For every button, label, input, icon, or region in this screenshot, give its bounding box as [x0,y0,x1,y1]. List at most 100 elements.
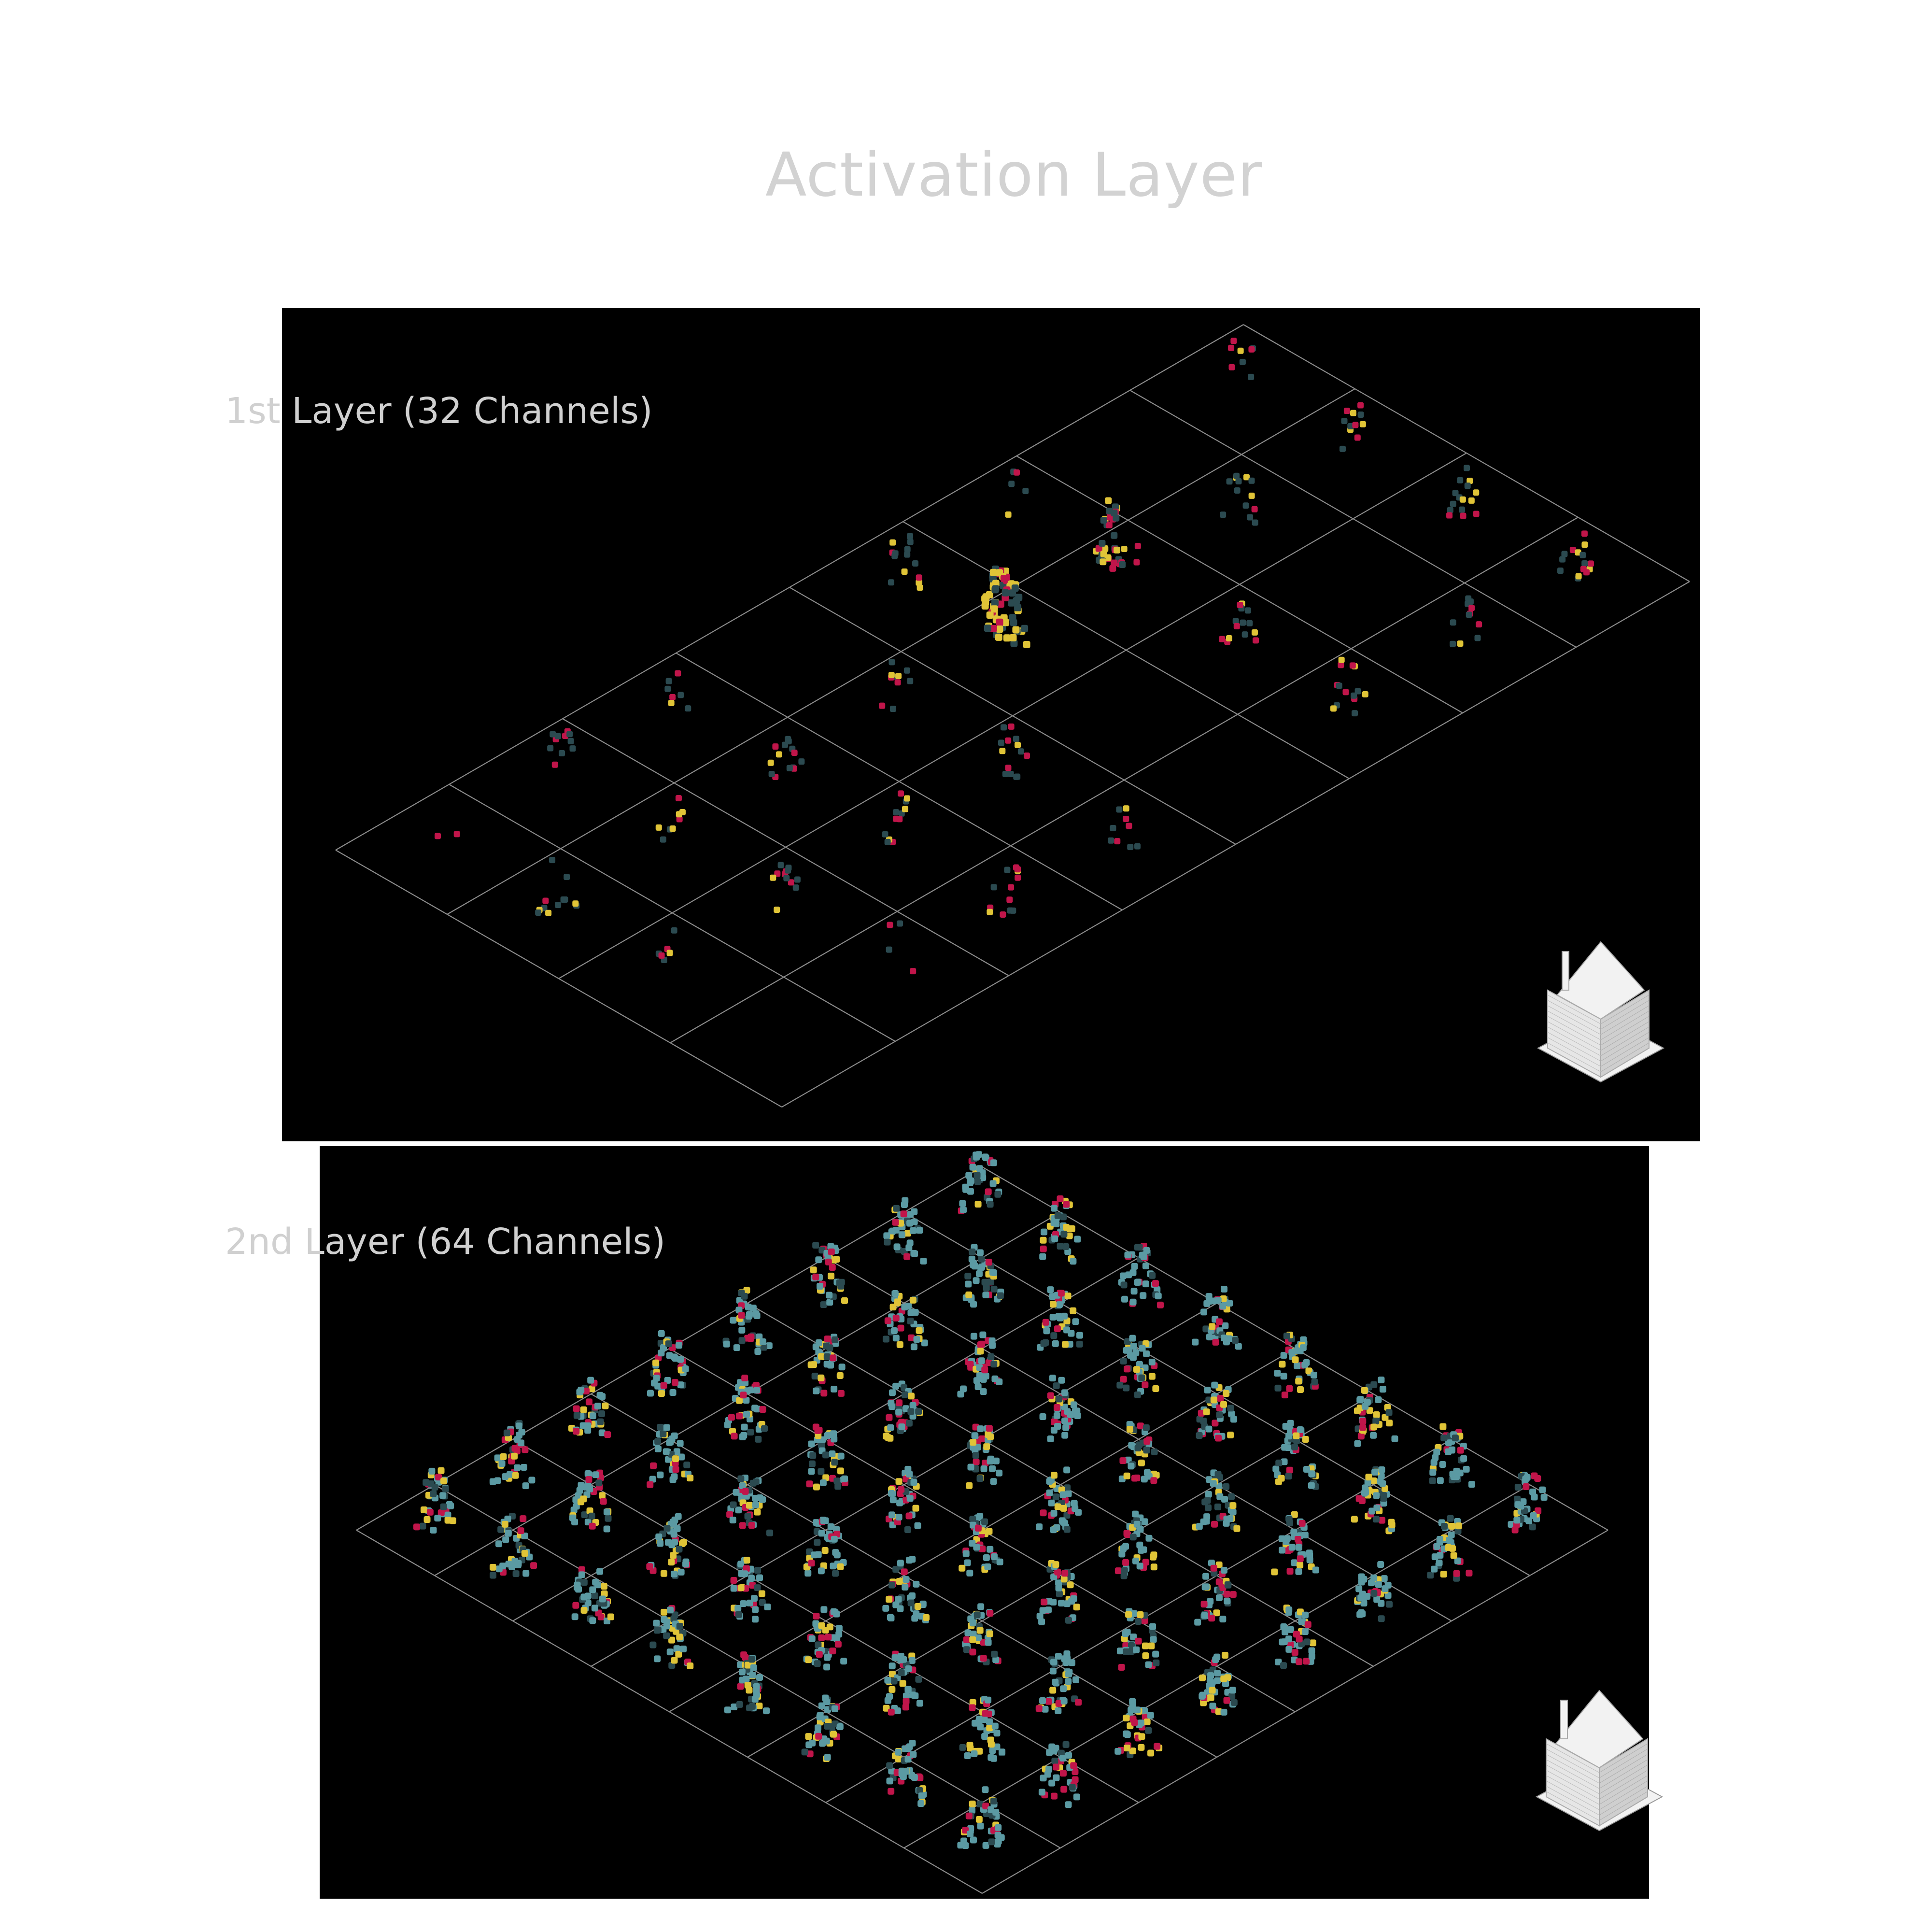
voxel [1364,1479,1371,1486]
voxel [728,1414,735,1421]
voxel [1059,1754,1067,1762]
voxel [1465,595,1472,602]
layer2-channel-activation [489,1513,537,1579]
voxel [1015,874,1021,881]
voxel [916,1700,923,1707]
layer2-gridline [591,1393,1217,1758]
voxel [830,1430,837,1437]
voxel [788,879,794,886]
voxel [502,1536,509,1543]
voxel [886,1596,893,1603]
layer2-channel-activation [1194,1560,1237,1626]
voxel [1222,1322,1229,1329]
voxel [449,1517,456,1524]
voxel [962,1550,970,1557]
voxel [1039,1607,1046,1614]
voxel [967,1361,974,1368]
voxel [1142,1559,1149,1566]
voxel [1062,1741,1070,1748]
layer2-channel-activation [1116,1608,1160,1671]
voxel [1529,1488,1537,1495]
voxel [903,795,910,802]
voxel [1036,1523,1043,1531]
voxel [976,1801,984,1808]
voxel [665,678,672,684]
voxel [913,1610,920,1618]
voxel [1123,815,1129,822]
voxel [1457,640,1464,647]
voxel [819,1740,826,1747]
voxel [1134,1706,1141,1714]
voxel [748,1703,756,1710]
layer1-channel-activation [767,736,805,781]
voxel [657,1471,664,1478]
voxel [801,1748,808,1756]
voxel [891,1290,899,1297]
voxel [1130,1634,1137,1641]
voxel [814,1724,821,1732]
voxel [1233,472,1240,479]
voxel [1152,1385,1159,1392]
voxel [987,1806,995,1813]
voxel [666,950,673,956]
voxel [743,1557,750,1564]
voxel [969,1619,976,1626]
voxel [989,1747,996,1754]
voxel [1308,1470,1315,1477]
voxel [896,1578,903,1585]
voxel [675,1513,682,1520]
voxel [1045,1766,1053,1773]
voxel [1052,1678,1059,1686]
voxel [904,1686,912,1693]
voxel [578,1566,585,1573]
voxel [1447,1515,1454,1522]
voxel [1049,1301,1057,1308]
voxel [980,1655,987,1662]
voxel [888,672,895,679]
voxel [818,1468,825,1475]
voxel [1150,1563,1157,1571]
layer2-channel-activation [1039,1195,1081,1265]
voxel [1557,568,1564,574]
voxel [969,1516,976,1523]
voxel [1060,1697,1068,1705]
voxel [770,874,776,881]
voxel [798,758,805,765]
voxel [1054,1212,1061,1219]
voxel [1014,604,1022,611]
voxel [671,1611,678,1619]
voxel [1051,1235,1058,1242]
layer2-channel-activation [1354,1561,1393,1622]
voxel [647,1481,654,1488]
layer2-label: 2nd Layer (64 Channels) [225,1221,666,1263]
voxel [1282,1626,1289,1634]
voxel [1145,1534,1153,1542]
layer2-channel-activation [724,1651,770,1715]
voxel [1213,1609,1220,1617]
voxel [1209,1687,1216,1694]
voxel [823,1353,831,1360]
voxel [1378,1615,1385,1622]
voxel [1530,1512,1537,1519]
voxel [446,1501,453,1508]
voxel [747,1429,754,1436]
voxel [1351,692,1357,699]
voxel [743,1287,750,1294]
voxel [1275,1658,1282,1665]
voxel [1217,1395,1224,1402]
voxel [758,1590,765,1597]
voxel [1110,824,1116,831]
voxel [892,1335,900,1342]
voxel [1206,1334,1213,1341]
voxel [831,1386,838,1393]
voxel [505,1530,512,1537]
voxel [833,1610,840,1618]
voxel [901,1391,908,1398]
voxel [517,1439,524,1447]
voxel [969,1807,976,1814]
voxel [1054,1568,1061,1576]
voxel [986,611,994,619]
voxel [1303,1359,1310,1366]
voxel [517,1527,524,1534]
